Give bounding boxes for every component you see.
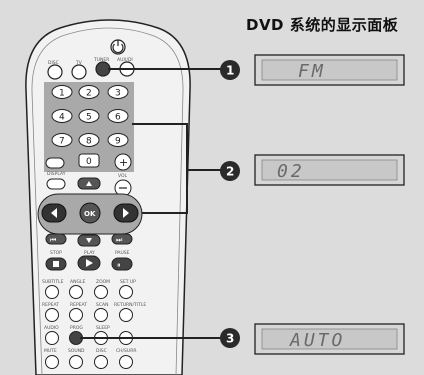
display-panel-3-screen — [261, 328, 398, 350]
volume-up-button[interactable] — [114, 153, 132, 171]
pause-button[interactable] — [111, 257, 133, 271]
play-icon — [86, 259, 93, 267]
ch-surr-label: CH/SURR — [116, 348, 136, 354]
stop-label: STOP — [50, 250, 62, 256]
arrow-right-icon — [123, 208, 129, 218]
zoom-label: ZOOM — [96, 279, 110, 285]
digit-0-button[interactable] — [78, 153, 100, 168]
panel-title: DVD 系统的显示面板 — [246, 16, 399, 34]
dim-button[interactable] — [46, 178, 66, 190]
digit-1-button[interactable] — [51, 85, 73, 99]
subtitle-label: SUBTITLE — [42, 279, 64, 285]
digit-4-button[interactable] — [51, 109, 73, 123]
setup-button[interactable] — [119, 285, 133, 299]
digit-buttons: 1 2 3 4 5 6 7 8 9 0 — [51, 85, 129, 168]
repeat-ab-button[interactable] — [69, 308, 83, 322]
display-panel-3-text: AUTO — [289, 330, 345, 351]
previous-icon: ⏮ — [50, 236, 56, 244]
ch-surr-button[interactable] — [119, 355, 133, 369]
mute-label: MUTE — [44, 348, 57, 354]
remote-inner-edge — [31, 27, 184, 375]
zoom-button[interactable] — [94, 285, 108, 299]
disc-button-2[interactable] — [94, 355, 108, 369]
setup-label: SET UP — [120, 279, 136, 285]
digit-7-label: 7 — [59, 137, 65, 147]
digit-0-label: 0 — [86, 157, 92, 167]
step-2-number: 2 — [226, 165, 234, 179]
step-1-marker — [220, 60, 240, 80]
stop-icon — [53, 261, 59, 267]
digit-3-label: 3 — [115, 89, 121, 99]
connector-line-2 — [132, 123, 222, 214]
disc-source-label: DISC — [48, 60, 59, 66]
scan-button[interactable] — [94, 308, 108, 322]
display-panel-2-text: 02 — [277, 161, 305, 182]
step-3-number: 3 — [226, 332, 234, 346]
digit-6-button[interactable] — [107, 109, 129, 123]
ok-button[interactable] — [79, 202, 101, 224]
sound-label: SOUND — [68, 348, 85, 354]
digit-7-button[interactable] — [51, 133, 73, 147]
display-panel-1-text: FM — [298, 61, 326, 82]
repeat-button[interactable] — [45, 308, 59, 322]
digit-3-button[interactable] — [107, 85, 129, 99]
step-1-number: 1 — [226, 64, 234, 78]
digit-6-label: 6 — [115, 113, 121, 123]
digit-9-label: 9 — [115, 137, 121, 147]
digit-2-button[interactable] — [78, 85, 100, 99]
digit-4-label: 4 — [59, 113, 65, 123]
step-2-marker — [220, 161, 240, 181]
arrow-down-icon — [86, 238, 92, 243]
audio-label: AUDIO — [44, 325, 59, 331]
digit-5-label: 5 — [86, 113, 92, 123]
prog-label: PROG — [70, 325, 83, 331]
plus-icon: + — [119, 156, 128, 169]
pause-icon: ⏸ — [117, 261, 121, 269]
return-title-label: RETURN/TITLE — [114, 302, 146, 308]
power-icon[interactable] — [110, 39, 126, 55]
previous-button[interactable] — [45, 233, 67, 245]
tuner-source-label: TUNER — [93, 57, 109, 63]
disc-source-button[interactable] — [47, 64, 63, 80]
tv-source-label: TV — [75, 60, 83, 66]
tv-source-button[interactable] — [71, 64, 87, 80]
step-3-marker — [220, 328, 240, 348]
digit-8-button[interactable] — [78, 133, 100, 147]
volume-label: VOL — [118, 173, 128, 179]
angle-label: ANGLE — [70, 279, 85, 285]
aux-source-label: AUX/DI — [117, 57, 133, 63]
sleep-label: SLEEP — [96, 325, 110, 331]
disc-label: DISC — [96, 348, 107, 354]
repeat-label: REPEAT — [42, 302, 59, 308]
play-label: PLAY — [84, 250, 95, 256]
arrow-up-icon — [86, 181, 92, 186]
sound-button[interactable] — [69, 355, 83, 369]
next-button[interactable] — [111, 233, 133, 245]
display-panel-2-screen — [261, 159, 398, 181]
return-title-button[interactable] — [119, 308, 133, 322]
arrow-left-icon — [51, 208, 57, 218]
angle-button[interactable] — [69, 285, 83, 299]
disc-button[interactable] — [45, 157, 65, 169]
digit-1-label: 1 — [59, 89, 65, 99]
digit-8-label: 8 — [86, 137, 92, 147]
ok-label: OK — [84, 210, 96, 218]
mute-button[interactable] — [45, 355, 59, 369]
display-panel-1-screen — [261, 59, 398, 81]
audio-button[interactable] — [45, 331, 59, 345]
scan-label: SCAN — [96, 302, 108, 308]
digit-9-button[interactable] — [107, 133, 129, 147]
digit-2-label: 2 — [86, 89, 92, 99]
pause-label: PAUSE — [115, 250, 130, 256]
next-icon: ⏭ — [116, 236, 123, 244]
tuner-source-button[interactable] — [95, 61, 111, 77]
subtitle-button[interactable] — [45, 285, 59, 299]
display-label: DISPLAY — [47, 171, 66, 177]
digit-5-button[interactable] — [78, 109, 100, 123]
repeat-ab-label: REPEAT — [70, 302, 87, 308]
